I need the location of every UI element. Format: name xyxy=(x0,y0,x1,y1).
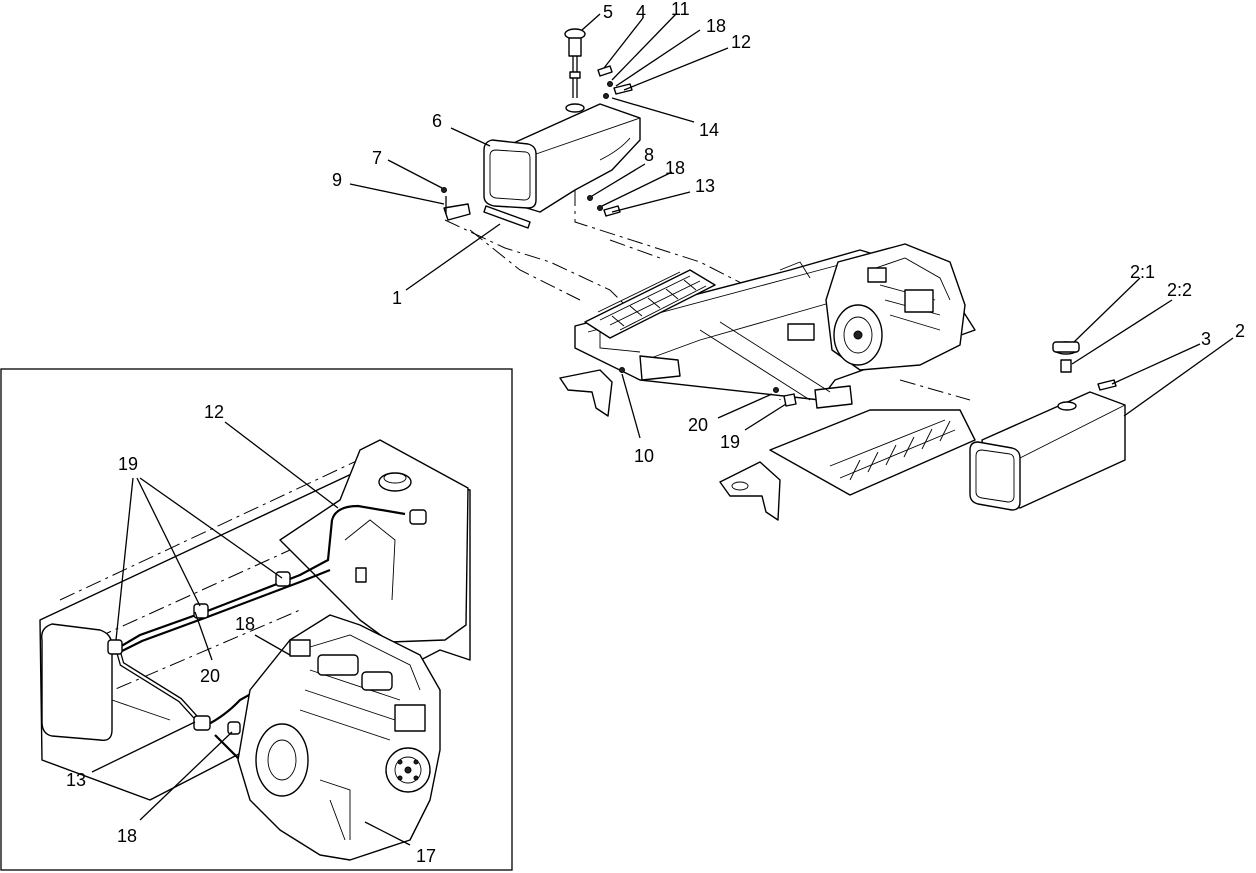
bracket-left xyxy=(559,369,613,417)
callout-2-1: 2:1 xyxy=(1130,262,1155,282)
callout-8: 8 xyxy=(644,145,654,165)
callout-18-top: 18 xyxy=(706,16,726,36)
leader-lines-main xyxy=(349,13,1234,439)
step-grid-upper xyxy=(584,269,716,339)
leader-lines-inset xyxy=(91,421,411,846)
inset-callout-18-top: 18 xyxy=(235,614,255,634)
engine-main xyxy=(825,243,966,371)
strap-1 xyxy=(483,205,531,229)
callout-2-2: 2:2 xyxy=(1167,280,1192,300)
callout-5: 5 xyxy=(603,2,613,22)
callout-11: 11 xyxy=(671,0,690,19)
inset-callout-12: 12 xyxy=(204,402,224,422)
callout-20: 20 xyxy=(688,415,708,435)
callout-4: 4 xyxy=(636,2,646,22)
fuel-tank-lower xyxy=(969,379,1126,511)
main-exploded-view: 5 4 11 18 12 14 6 7 9 8 18 13 1 10 20 19… xyxy=(332,0,1245,521)
fuel-cap-2-1 xyxy=(1052,341,1080,373)
callout-13: 13 xyxy=(695,176,715,196)
bracket-right xyxy=(719,461,781,521)
inset-callout-13: 13 xyxy=(66,770,86,790)
inset-callout-18-bottom: 18 xyxy=(117,826,137,846)
callout-1: 1 xyxy=(392,288,402,308)
fittings-mid xyxy=(587,195,621,217)
callout-12: 12 xyxy=(731,32,751,52)
callout-18-mid: 18 xyxy=(665,158,685,178)
fuel-sender-5 xyxy=(564,28,586,98)
fuel-tank-upper xyxy=(483,103,641,213)
callout-19: 19 xyxy=(720,432,740,452)
callout-9: 9 xyxy=(332,170,342,190)
callout-14: 14 xyxy=(699,120,719,140)
callout-6: 6 xyxy=(432,111,442,131)
inset-callout-19: 19 xyxy=(118,454,138,474)
engine-inset xyxy=(237,614,441,861)
callouts-main: 5 4 11 18 12 14 6 7 9 8 18 13 1 10 20 19… xyxy=(332,0,1245,466)
callouts-inset: 12 19 20 18 13 18 17 xyxy=(66,402,436,866)
step-grid-lower xyxy=(769,409,976,496)
callout-2: 2 xyxy=(1235,321,1245,341)
inset-callout-20: 20 xyxy=(200,666,220,686)
inset-detail-view: 12 19 20 18 13 18 17 xyxy=(0,368,513,871)
bracket-9 xyxy=(441,187,471,221)
callout-3: 3 xyxy=(1201,329,1211,349)
callout-7: 7 xyxy=(372,148,382,168)
fittings-top xyxy=(597,65,633,99)
inset-callout-17: 17 xyxy=(416,846,436,866)
callout-10: 10 xyxy=(634,446,654,466)
